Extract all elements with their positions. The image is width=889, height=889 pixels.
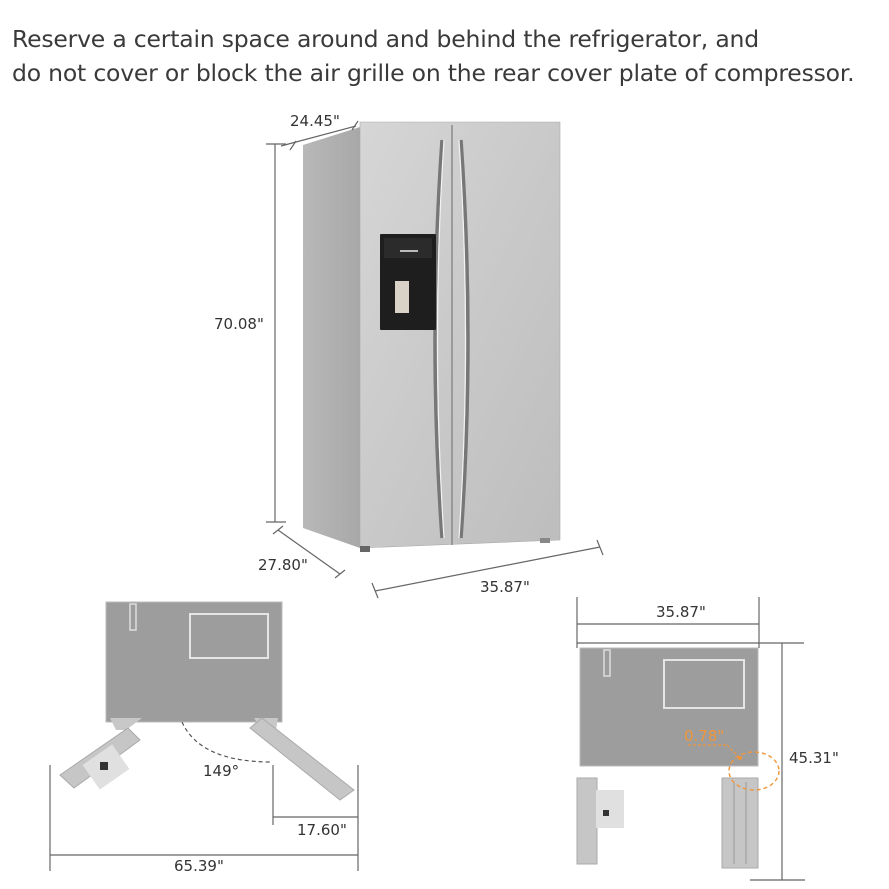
depth-top-label: 24.45": [290, 112, 340, 130]
right-door-handle: [459, 139, 470, 539]
right-door-open: [249, 717, 355, 801]
door-depth-label: 17.60": [297, 821, 347, 839]
left-door-handle: [433, 139, 444, 539]
clearance-highlight: [728, 751, 780, 791]
fridge-body-top: [105, 601, 283, 723]
left-door-90: [576, 777, 598, 865]
height-label: 70.08": [214, 315, 264, 333]
open-dimension-lines: [49, 765, 359, 871]
ninety-dimension-lines: [576, 597, 805, 881]
width-label: 35.87": [480, 578, 530, 596]
front-dimension-lines: [266, 120, 604, 599]
refrigerator-front-view: [303, 121, 561, 552]
top-width-label: 35.87": [656, 603, 706, 621]
fridge-front: [359, 121, 561, 549]
top-view-doors-open: [59, 601, 355, 801]
fridge-side-panel: [303, 127, 360, 548]
total-depth-label: 45.31": [789, 749, 839, 767]
instruction-caption: Reserve a certain space around and behin…: [12, 22, 855, 90]
top-view-doors-90: [576, 647, 780, 869]
caption-line-1: Reserve a certain space around and behin…: [12, 25, 759, 53]
clearance-label: 0.78": [684, 727, 725, 745]
door-angle-label: 149°: [203, 762, 240, 780]
caption-line-2: do not cover or block the air grille on …: [12, 59, 855, 87]
right-door-90: [721, 777, 759, 869]
door-angle-arc: [181, 721, 273, 763]
depth-bottom-label: 27.80": [258, 556, 308, 574]
total-width-label: 65.39": [174, 857, 224, 875]
dispenser-paddle: [395, 281, 409, 313]
